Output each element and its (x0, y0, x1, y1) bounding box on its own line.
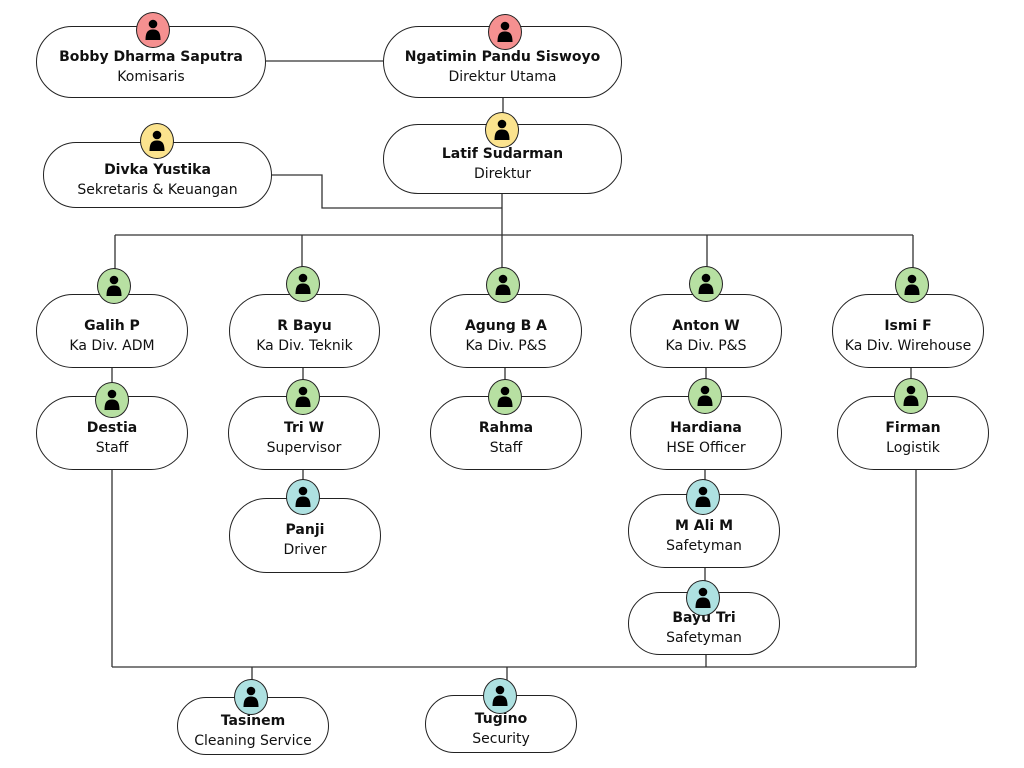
person-name: Latif Sudarman (441, 145, 564, 162)
org-node-anton[interactable]: Anton W Ka Div. P&S (630, 294, 782, 368)
person-avatar-icon (483, 678, 517, 714)
person-role: Safetyman (666, 537, 742, 554)
person-avatar-icon (97, 268, 131, 304)
org-node-agung[interactable]: Agung B A Ka Div. P&S (430, 294, 582, 368)
person-name: Ismi F (884, 317, 932, 334)
person-role: Driver (283, 542, 327, 558)
person-name: Divka Yustika (104, 161, 211, 178)
person-avatar-icon (485, 112, 519, 148)
person-name: Tugino (474, 710, 528, 727)
person-role: Staff (95, 439, 129, 456)
person-role: Ka Div. ADM (69, 337, 155, 354)
person-name: Tri W (283, 419, 325, 436)
person-avatar-icon (488, 379, 522, 415)
person-role: Logistik (886, 439, 940, 456)
person-role: Direktur Utama (448, 68, 557, 85)
person-name: Rahma (478, 419, 534, 436)
person-avatar-icon (689, 266, 723, 302)
person-role: Staff (489, 439, 523, 456)
person-role: Ka Div. P&S (465, 337, 547, 354)
person-name: M Ali M (674, 517, 734, 534)
person-role: Komisaris (117, 68, 185, 85)
person-role: Security (472, 730, 530, 747)
person-avatar-icon (286, 379, 320, 415)
person-role: Safetyman (666, 630, 742, 646)
person-avatar-icon (686, 580, 720, 616)
person-avatar-icon (234, 679, 268, 715)
person-avatar-icon (286, 479, 320, 515)
person-role: Direktur (474, 165, 531, 182)
person-name: Firman (885, 419, 941, 436)
person-name: Galih P (84, 317, 140, 334)
person-role: Ka Div. Teknik (256, 337, 353, 354)
person-avatar-icon (686, 479, 720, 515)
person-name: Agung B A (464, 317, 548, 334)
org-node-ismi[interactable]: Ismi F Ka Div. Wirehouse (832, 294, 984, 368)
person-avatar-icon (136, 12, 170, 48)
person-role: Cleaning Service (194, 732, 312, 749)
person-name: Bobby Dharma Saputra (59, 48, 243, 65)
person-name: Panji (285, 522, 325, 538)
person-avatar-icon (488, 14, 522, 50)
person-avatar-icon (140, 123, 174, 159)
person-avatar-icon (286, 266, 320, 302)
person-avatar-icon (688, 378, 722, 414)
person-role: Ka Div. Wirehouse (844, 337, 972, 354)
person-name: Tasinem (220, 712, 286, 729)
person-avatar-icon (486, 267, 520, 303)
person-role: Sekretaris & Keuangan (77, 181, 238, 198)
person-name: R Bayu (277, 317, 332, 334)
person-role: Ka Div. P&S (665, 337, 747, 354)
org-node-rbayu[interactable]: R Bayu Ka Div. Teknik (229, 294, 380, 368)
person-name: Anton W (672, 317, 740, 334)
org-node-galih[interactable]: Galih P Ka Div. ADM (36, 294, 188, 368)
person-avatar-icon (95, 382, 129, 418)
person-role: HSE Officer (666, 439, 746, 456)
person-avatar-icon (894, 378, 928, 414)
person-role: Supervisor (266, 439, 342, 456)
person-name: Ngatimin Pandu Siswoyo (404, 48, 601, 65)
person-avatar-icon (895, 267, 929, 303)
person-name: Bayu Tri (672, 610, 736, 626)
person-name: Hardiana (670, 419, 742, 436)
person-name: Destia (86, 419, 138, 436)
